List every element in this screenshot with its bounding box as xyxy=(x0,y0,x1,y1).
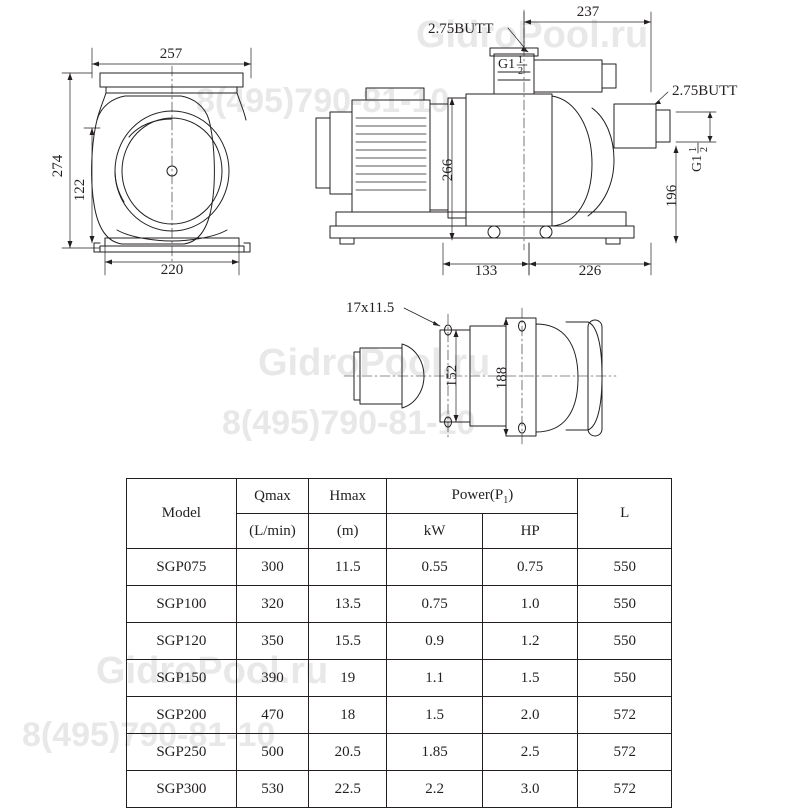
svg-text:2: 2 xyxy=(699,147,710,152)
specifications-table: Model Qmax Hmax Power(P1) L (L/min) (m) … xyxy=(126,478,672,808)
header-power: Power(P1) xyxy=(386,478,579,514)
cell-hp: 0.75 xyxy=(481,548,579,586)
dim-266 xyxy=(449,97,455,241)
cell-hp: 1.2 xyxy=(481,622,579,660)
cell-model: SGP100 xyxy=(126,585,237,623)
cell-model: SGP150 xyxy=(126,659,237,697)
cell-hmax: 19 xyxy=(308,659,388,697)
svg-text:274: 274 xyxy=(50,154,66,177)
header-hp: HP xyxy=(481,513,579,549)
svg-text:257: 257 xyxy=(160,46,183,62)
cell-l: 550 xyxy=(577,585,672,623)
header-kw: kW xyxy=(386,513,483,549)
cell-model: SGP250 xyxy=(126,733,237,771)
cell-qmax: 530 xyxy=(235,770,310,808)
svg-text:220: 220 xyxy=(161,262,184,278)
cell-kw: 0.9 xyxy=(386,622,483,660)
svg-text:G1: G1 xyxy=(498,57,515,72)
cell-l: 572 xyxy=(577,696,672,734)
cell-kw: 1.1 xyxy=(386,659,483,697)
cell-l: 550 xyxy=(577,659,672,697)
cell-model: SGP300 xyxy=(126,770,237,808)
header-qmax-unit: (L/min) xyxy=(235,513,310,549)
svg-text:237: 237 xyxy=(577,4,600,20)
dim-220 xyxy=(104,242,240,276)
header-power-subscript: 1 xyxy=(503,494,509,506)
cell-model: SGP120 xyxy=(126,622,237,660)
cell-hmax: 18 xyxy=(308,696,388,734)
cell-kw: 1.5 xyxy=(386,696,483,734)
cell-l: 550 xyxy=(577,622,672,660)
cell-hmax: 15.5 xyxy=(308,622,388,660)
cell-l: 572 xyxy=(577,733,672,771)
header-qmax: Qmax xyxy=(235,478,310,514)
svg-text:1: 1 xyxy=(688,147,699,152)
leader-17x11.5 xyxy=(403,307,441,327)
cell-model: SGP200 xyxy=(126,696,237,734)
cell-qmax: 390 xyxy=(235,659,310,697)
cell-hmax: 20.5 xyxy=(308,733,388,771)
front-view-body xyxy=(91,65,251,263)
header-model: Model xyxy=(126,478,237,549)
cell-qmax: 470 xyxy=(235,696,310,734)
svg-text:2.75BUTT: 2.75BUTT xyxy=(672,83,737,99)
cell-hmax: 22.5 xyxy=(308,770,388,808)
svg-text:17x11.5: 17x11.5 xyxy=(346,300,394,316)
table-header-row-2: (L/min) (m) kW HP xyxy=(127,513,672,549)
dim-237 xyxy=(523,11,652,93)
cell-kw: 1.85 xyxy=(386,733,483,771)
header-hmax-unit: (m) xyxy=(308,513,388,549)
cell-l: 550 xyxy=(577,548,672,586)
cell-hmax: 11.5 xyxy=(308,548,388,586)
cell-kw: 0.75 xyxy=(386,585,483,623)
cell-model: SGP075 xyxy=(126,548,237,586)
cell-hp: 1.0 xyxy=(481,585,579,623)
cell-qmax: 320 xyxy=(235,585,310,623)
cell-kw: 2.2 xyxy=(386,770,483,808)
svg-text:122: 122 xyxy=(72,179,88,202)
svg-text:1: 1 xyxy=(518,55,523,66)
cell-qmax: 300 xyxy=(235,548,310,586)
base-plan-view xyxy=(343,307,617,447)
svg-text:G1: G1 xyxy=(690,155,705,172)
cell-qmax: 350 xyxy=(235,622,310,660)
dim-226 xyxy=(528,242,652,276)
cell-l: 572 xyxy=(577,770,672,808)
cell-hp: 3.0 xyxy=(481,770,579,808)
watermark-text: GidroPool.ru xyxy=(416,14,649,56)
watermark-text: GidroPool.ru xyxy=(258,342,491,384)
dim-196 xyxy=(673,145,679,244)
svg-text:2.75BUTT: 2.75BUTT xyxy=(428,21,493,37)
cell-hmax: 13.5 xyxy=(308,585,388,623)
cell-kw: 0.55 xyxy=(386,548,483,586)
svg-text:133: 133 xyxy=(475,263,498,279)
cell-qmax: 500 xyxy=(235,733,310,771)
dim-274 xyxy=(61,72,101,249)
svg-text:226: 226 xyxy=(579,263,602,279)
leader-butt-right xyxy=(654,91,669,105)
watermark-text: 8(495)790-81-10 xyxy=(222,404,476,442)
header-l: L xyxy=(577,478,672,549)
side-view-body xyxy=(315,9,671,251)
cell-hp: 2.5 xyxy=(481,733,579,771)
table-header-row-1: Model Qmax Hmax Power(P1) L xyxy=(126,478,672,549)
svg-text:188: 188 xyxy=(494,367,510,390)
header-hmax: Hmax xyxy=(308,478,388,514)
svg-text:196: 196 xyxy=(664,184,680,207)
cell-hp: 1.5 xyxy=(481,659,579,697)
cell-hp: 2.0 xyxy=(481,696,579,734)
